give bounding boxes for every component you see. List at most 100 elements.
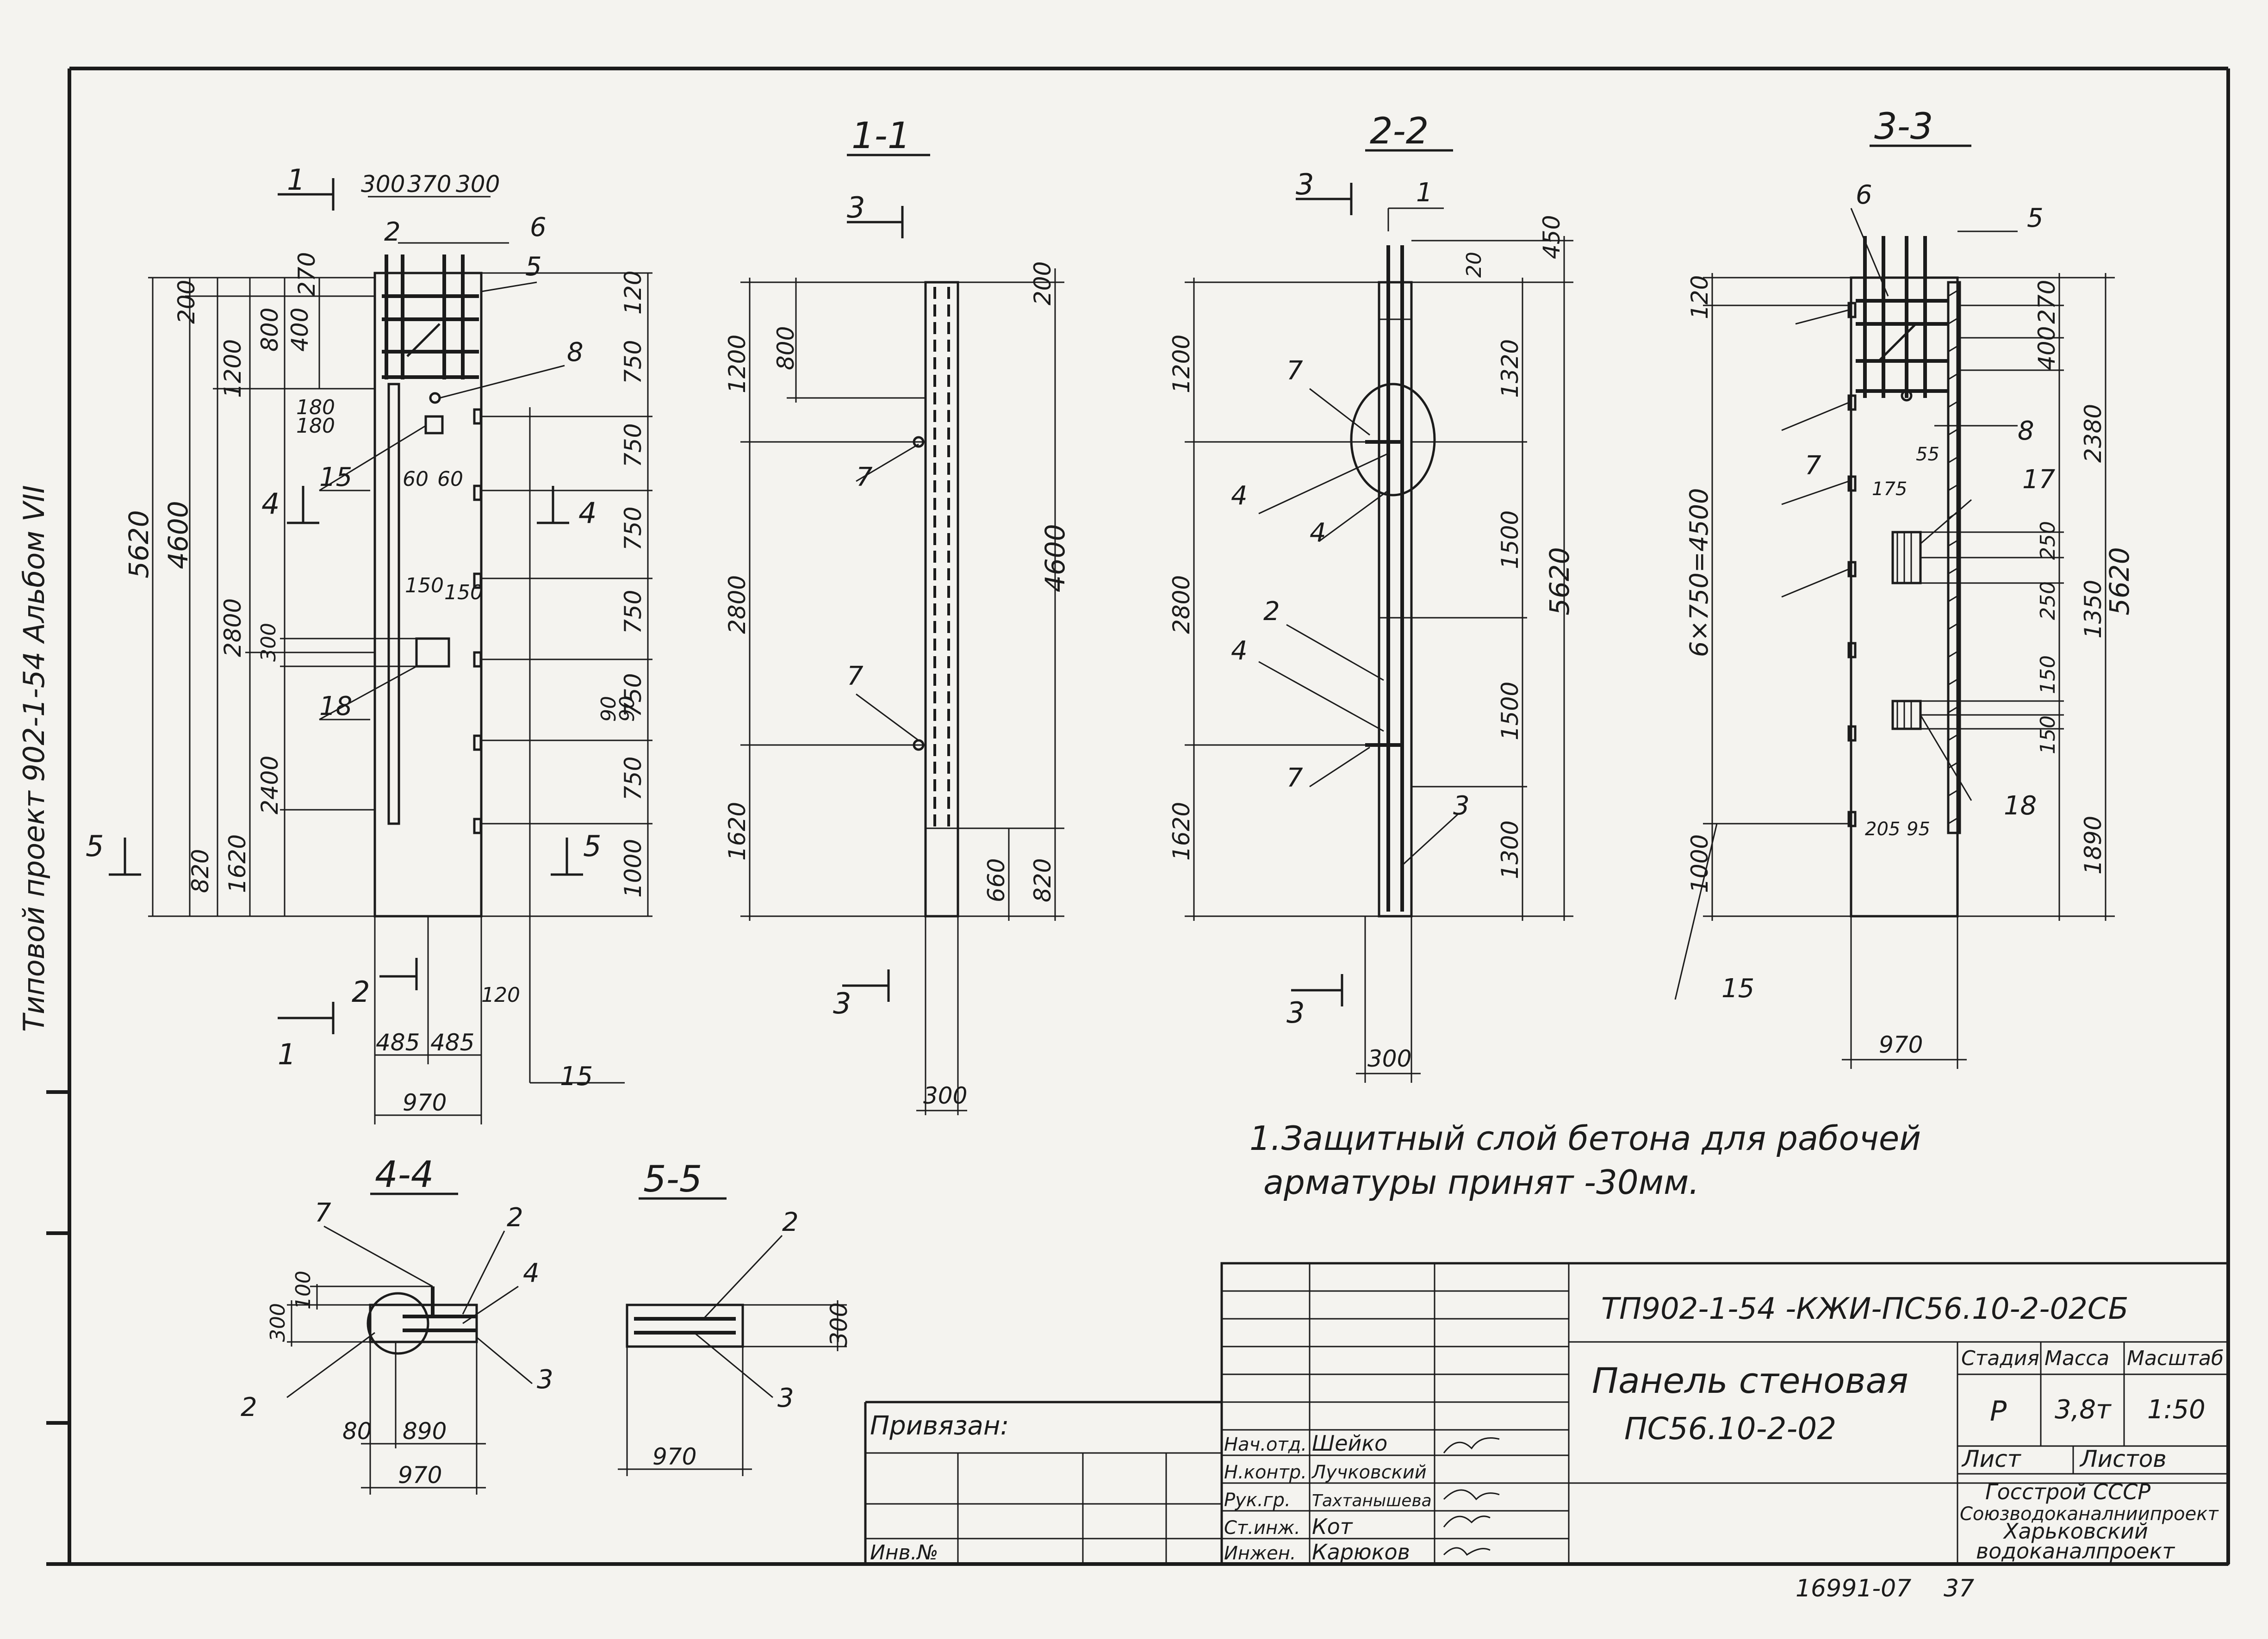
- s11-cut-3-top: 3: [847, 191, 865, 224]
- s33-plates: [1847, 302, 1857, 827]
- elevation-rebar-cage: [382, 255, 479, 825]
- s22-cut-3-top: 3: [1296, 168, 1314, 201]
- cut-2-bottom: 2: [352, 975, 370, 1009]
- dim-300-left: 300: [361, 171, 405, 198]
- s22-callout-4a: 4: [1231, 481, 1248, 511]
- staff-name-1: Шейко: [1312, 1431, 1387, 1456]
- s33-callout-6: 6: [1856, 180, 1872, 210]
- s55-dim-970: 970: [652, 1443, 696, 1470]
- s44-dim-890: 890: [403, 1418, 447, 1445]
- s22-dim-1300: 1300: [1497, 820, 1523, 879]
- embed-18: [415, 637, 450, 668]
- dim-2800: 2800: [219, 598, 246, 657]
- staff-role-5: Инжен.: [1224, 1543, 1296, 1564]
- dim-485a: 485: [376, 1029, 420, 1056]
- s22-cut-3-bottom: 3: [1286, 996, 1305, 1030]
- dim-5620: 5620: [123, 510, 155, 578]
- dim-90a: 90: [597, 696, 621, 722]
- staff-name-3: Тахтанышева: [1312, 1491, 1432, 1510]
- s44-dim-100: 100: [292, 1271, 315, 1310]
- dim-750-1: 750: [620, 340, 646, 384]
- stage-label: Стадия: [1961, 1347, 2039, 1370]
- section-5-5: 5-5 300 970 2 3: [618, 1159, 852, 1476]
- dim-1200: 1200: [219, 339, 246, 398]
- s33-dim-1000: 1000: [1686, 834, 1713, 893]
- section-4-4: 4-4 300 100 80 890 970 7 2 4 2: [241, 1154, 553, 1495]
- drawing-name-2: ПС56.10-2-02: [1624, 1411, 1836, 1447]
- dim-1620: 1620: [224, 834, 251, 893]
- s33-dim-150b: 150: [2036, 715, 2060, 754]
- side-stamp: Типовой проект 902-1-54 Альбом VII: [17, 485, 51, 1032]
- panel-elevation: [148, 196, 652, 1124]
- dim-800: 800: [256, 308, 283, 352]
- s33-dim-150a: 150: [2036, 655, 2060, 694]
- s33-dim-400: 400: [2033, 326, 2060, 370]
- embedded-plates: [473, 408, 482, 834]
- s44-callout-4: 4: [523, 1258, 540, 1288]
- s22-dim-450: 450: [1538, 215, 1565, 259]
- dim-4600: 4600: [162, 501, 194, 569]
- bound-label: Привязан:: [870, 1411, 1009, 1441]
- title-block: ТП902-1-54 -КЖИ-ПС56.10-2-02СБ Панель ст…: [864, 1262, 2230, 1565]
- cut-4-left: 4: [261, 487, 280, 521]
- s44-dim-300: 300: [266, 1303, 290, 1342]
- s22-dim-1320: 1320: [1497, 339, 1523, 398]
- s11-dim-300: 300: [923, 1082, 967, 1109]
- dim-120-bottom: 120: [481, 983, 520, 1007]
- staff-role-3: Рук.гр.: [1224, 1490, 1291, 1511]
- dim-200: 200: [173, 280, 200, 324]
- s33-callout-8: 8: [2018, 416, 2034, 446]
- dim-820: 820: [187, 849, 214, 893]
- dim-60a: 60: [403, 467, 429, 491]
- dim-750-3: 750: [620, 507, 646, 551]
- section-4-4-title: 4-4: [375, 1154, 434, 1196]
- dim-370: 370: [407, 171, 451, 198]
- dim-180b: 180: [296, 414, 335, 438]
- s55-callout-2: 2: [782, 1207, 799, 1237]
- staff-name-4: Кот: [1312, 1514, 1353, 1539]
- archive-footer: 16991-07 37: [1796, 1575, 1974, 1602]
- staff-name-2: Лучковский: [1311, 1462, 1427, 1483]
- s33-dim-205: 205: [1865, 819, 1900, 840]
- dim-750-6: 750: [620, 757, 646, 801]
- org-line-3: Харьковский: [2003, 1519, 2148, 1544]
- s22-dim-1500b: 1500: [1497, 682, 1523, 740]
- s11-cut-3-bottom: 3: [833, 987, 851, 1020]
- sheets-label: Листов: [2079, 1446, 2167, 1472]
- s33-dim-6x750: 6×750=4500: [1684, 488, 1714, 657]
- scale-label: Масштаб: [2127, 1347, 2224, 1370]
- dim-485b: 485: [430, 1029, 474, 1056]
- s22-callout-2: 2: [1263, 596, 1280, 627]
- stage-value: Р: [1990, 1395, 2007, 1428]
- s33-dim-970: 970: [1879, 1031, 1923, 1058]
- s11-dim-2800: 2800: [724, 575, 751, 634]
- s22-callout-4c: 4: [1231, 636, 1248, 666]
- section-2-2: 2-2 1200 2800: [1168, 111, 1575, 1083]
- s33-dim-95: 95: [1907, 819, 1930, 840]
- note-line-2: арматуры принят -30мм.: [1263, 1163, 1699, 1202]
- s33-callout-15: 15: [1721, 974, 1754, 1004]
- note-line-1: 1.Защитный слой бетона для рабочей: [1249, 1119, 1921, 1158]
- scale-value: 1:50: [2147, 1395, 2206, 1425]
- dim-60b: 60: [437, 467, 463, 491]
- inv-label: Инв.№: [870, 1541, 938, 1564]
- s11-callout-7b: 7: [847, 661, 864, 691]
- s33-dim-120: 120: [1686, 275, 1713, 319]
- s22-dim-300: 300: [1367, 1045, 1411, 1072]
- s44-callout-2a: 2: [507, 1203, 523, 1233]
- s11-dim-660: 660: [983, 858, 1010, 902]
- org-line-2: Союзводоканалниипроект: [1960, 1503, 2219, 1525]
- signatures: [1443, 1437, 1500, 1556]
- s55-dim-300: 300: [826, 1303, 852, 1347]
- mass-value: 3,8т: [2055, 1395, 2112, 1425]
- s33-dim-175: 175: [1872, 478, 1907, 500]
- s22-callout-4b: 4: [1310, 518, 1326, 548]
- s11-dim-1620: 1620: [724, 802, 751, 861]
- s33-callout-7: 7: [1805, 451, 1821, 481]
- mass-label: Масса: [2044, 1347, 2109, 1370]
- embed-15: [424, 415, 444, 435]
- s22-callout-7b: 7: [1286, 763, 1303, 793]
- dim-2400: 2400: [256, 756, 283, 814]
- section-1-1-title: 1-1: [851, 115, 910, 157]
- staff-name-5: Карюков: [1312, 1540, 1410, 1564]
